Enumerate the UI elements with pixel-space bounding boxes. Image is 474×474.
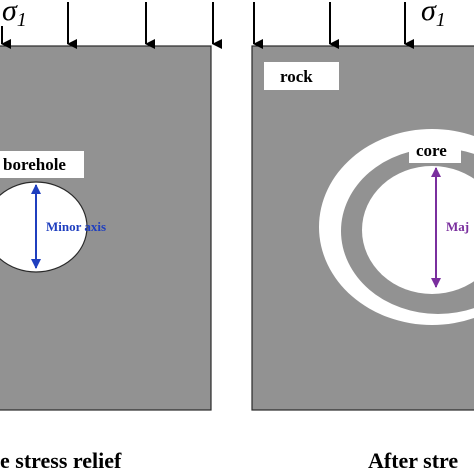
- borehole-label-box: [0, 151, 84, 178]
- stress-relief-gap: [319, 129, 474, 325]
- rock-label-box: [264, 62, 339, 90]
- core-label: core: [416, 141, 447, 160]
- right-caption: After stre: [368, 448, 458, 473]
- left-sigma-symbol: σ1: [2, 0, 27, 31]
- core-label-box: [409, 137, 461, 163]
- rock-label: rock: [280, 67, 313, 86]
- right-sigma-symbol: σ1: [421, 0, 446, 31]
- major-axis-label: Maj: [446, 219, 469, 234]
- minor-axis-label: Minor axis: [46, 219, 106, 234]
- borehole-circle: [0, 181, 88, 273]
- core-ellipse: [362, 166, 474, 294]
- left-load-arrows: [1, 2, 222, 49]
- left-panel: σ1 borehole Minor axis: [0, 0, 222, 411]
- right-panel: σ1 rock core Maj: [251, 0, 474, 411]
- left-caption: e stress relief: [0, 448, 122, 473]
- right-load-arrows: [253, 2, 414, 49]
- borehole-label: borehole: [3, 155, 66, 174]
